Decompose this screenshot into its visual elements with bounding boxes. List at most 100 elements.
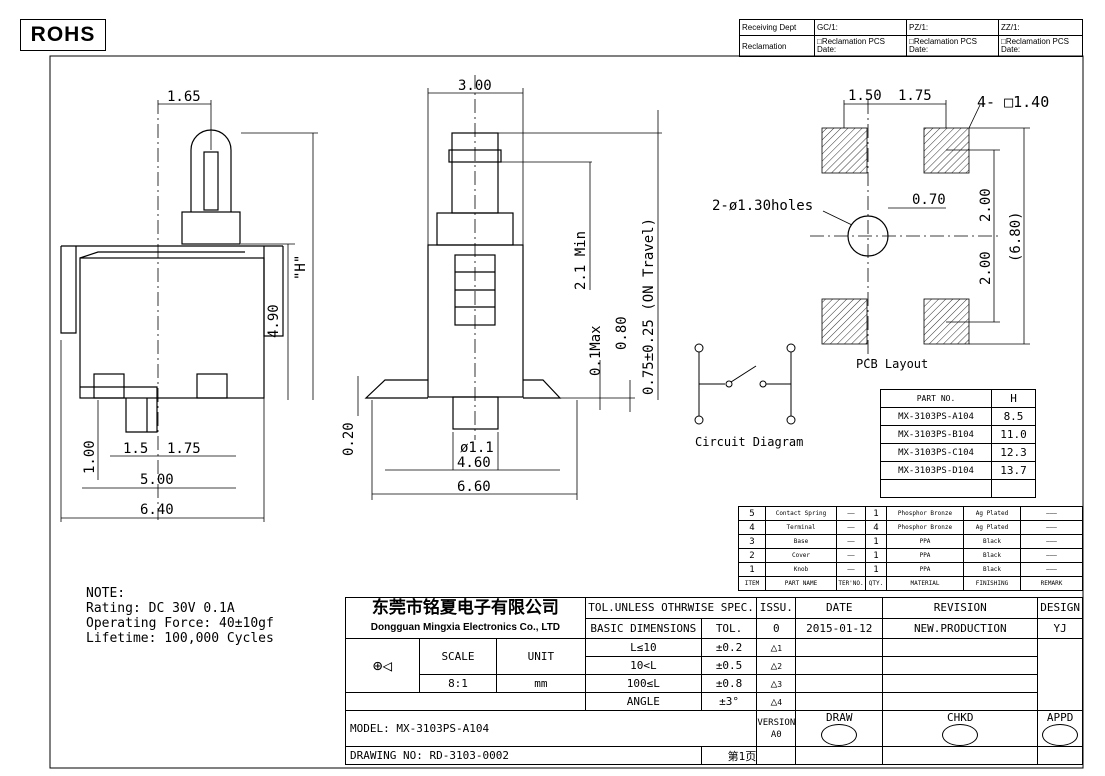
rev-mark-1: 1: [777, 644, 783, 653]
bom-h-item: ITEM: [738, 576, 766, 591]
drawing-frame: [49, 55, 1084, 769]
issue-value: 0: [756, 617, 797, 639]
appd-cell: APPD: [1037, 710, 1083, 747]
bom-qty: 4: [865, 520, 887, 535]
rev-date-blank: [795, 674, 884, 693]
part-no-b: MX-3103PS-B104: [880, 425, 992, 444]
projection-symbol-icon: ⊕◁: [345, 638, 420, 693]
front-view: [357, 75, 662, 500]
rev-mark-2: 2: [777, 662, 783, 671]
dim-5-00: 5.00: [140, 472, 174, 488]
h-a: 8.5: [991, 407, 1036, 426]
bom-item: 5: [738, 506, 766, 521]
h-header: H: [991, 389, 1036, 408]
rev-text-blank: [882, 638, 1039, 657]
version-blank: [756, 746, 797, 765]
bom-finish: Black: [963, 562, 1021, 577]
dim-on-travel: 0.75±0.25 (ON Travel): [641, 218, 657, 395]
scale-label: SCALE: [419, 638, 497, 675]
bom-h-material: MATERIAL: [886, 576, 964, 591]
version-value: A0: [770, 729, 782, 740]
rev-mark-4: 4: [777, 698, 783, 707]
chkd-label: CHKD: [947, 711, 974, 725]
bom-h-remark: REMARK: [1020, 576, 1083, 591]
scale-value: 8:1: [419, 674, 497, 693]
date-header: DATE: [795, 597, 884, 619]
page-number: 第1页: [700, 746, 758, 765]
designer-value: YJ: [1037, 617, 1083, 639]
bom-material: Phosphor Bronze: [886, 506, 964, 521]
bom-part: Cover: [765, 548, 837, 563]
dim-1-75: 1.75: [167, 441, 201, 457]
rev-text-blank: [882, 674, 1039, 693]
bom-remark: ———: [1020, 534, 1083, 549]
company-name-cn: 东莞市铭夏电子有限公司: [371, 598, 559, 619]
rev-date-blank: [795, 656, 884, 675]
rev-date-blank: [795, 692, 884, 711]
bom-row: 5 Contact Spring —— 1 Phosphor Bronze Ag…: [738, 506, 1083, 521]
version-cell: VERSION A0: [756, 710, 797, 747]
receiving-table: Receiving Dept GC/1: PZ/1: ZZ/1: Reclama…: [739, 19, 1083, 57]
bom-material: Phosphor Bronze: [886, 520, 964, 535]
chkd-stamp-icon: [942, 724, 979, 746]
bom-ter: ——: [836, 562, 866, 577]
title-block: 东莞市铭夏电子有限公司 Dongguan Mingxia Electronics…: [344, 597, 1083, 765]
chkd-cell: CHKD: [882, 710, 1039, 747]
rev-mark-1-icon: △1: [756, 638, 797, 657]
bom-ter: ——: [836, 534, 866, 549]
note-force: Operating Force: 40±10gf: [86, 616, 274, 631]
bom-h-qty: QTY.: [865, 576, 887, 591]
dim-6-80: (6.80): [1008, 211, 1024, 262]
unit-value: mm: [496, 674, 586, 693]
bom-h-part: PART NAME: [765, 576, 837, 591]
appd-label: APPD: [1046, 711, 1074, 725]
rev-date-blank: [795, 638, 884, 657]
rev-mark-3: 3: [777, 680, 783, 689]
bom-finish: Ag Plated: [963, 520, 1021, 535]
side-view-labels: 1.65 4.90 "H" 1.5 1.75 1.00 5.00 6.40: [82, 89, 309, 518]
bom-part: Base: [765, 534, 837, 549]
bom-remark: ———: [1020, 562, 1083, 577]
issu-header: ISSU.: [756, 597, 797, 619]
bom-ter: ——: [836, 548, 866, 563]
bom-material: PPA: [886, 562, 964, 577]
part-no-d: MX-3103PS-D104: [880, 461, 992, 480]
dim-3-00: 3.00: [458, 78, 492, 94]
dim-1-75-pcb: 1.75: [898, 88, 932, 104]
circuit-diagram: [694, 343, 796, 425]
dim-h-var: "H": [293, 255, 309, 280]
part-blank: [880, 479, 992, 498]
tol-range-3: 100≤L: [584, 674, 702, 693]
draw-cell: DRAW: [795, 710, 884, 747]
design-header: DESIGN: [1037, 597, 1083, 619]
tol-value-2: ±0.5: [700, 656, 758, 675]
drawing-no-value: RD-3103-0002: [429, 749, 509, 762]
bom-item: 1: [738, 562, 766, 577]
dim-2-00-upper: 2.00: [978, 188, 994, 222]
dim-0-1-max: 0.1Max: [588, 325, 604, 376]
model-label: MODEL:: [350, 722, 390, 735]
draw-stamp-icon: [821, 724, 858, 746]
circuit-diagram-label: Circuit Diagram: [695, 435, 803, 449]
version-label: VERSION: [757, 717, 796, 728]
unit-label: UNIT: [496, 638, 586, 675]
dim-1-50: 1.50: [848, 88, 882, 104]
dim-1-5: 1.5: [123, 441, 148, 457]
dim-6-60: 6.60: [457, 479, 491, 495]
bom-part: Terminal: [765, 520, 837, 535]
notes: NOTE: Rating: DC 30V 0.1A Operating Forc…: [86, 586, 274, 646]
dim-2-00-lower: 2.00: [978, 251, 994, 285]
tol-range-1: L≤10: [584, 638, 702, 657]
bom-item: 4: [738, 520, 766, 535]
tol-value-3: ±0.8: [700, 674, 758, 693]
company-cell: 东莞市铭夏电子有限公司 Dongguan Mingxia Electronics…: [345, 597, 586, 639]
bom-remark: ———: [1020, 506, 1083, 521]
dim-2-1-min: 2.1 Min: [573, 231, 589, 290]
dim-0-70: 0.70: [912, 192, 946, 208]
appd-blank: [1037, 746, 1083, 765]
rohs-logo: ROHS: [20, 19, 106, 51]
h-d: 13.7: [991, 461, 1036, 480]
